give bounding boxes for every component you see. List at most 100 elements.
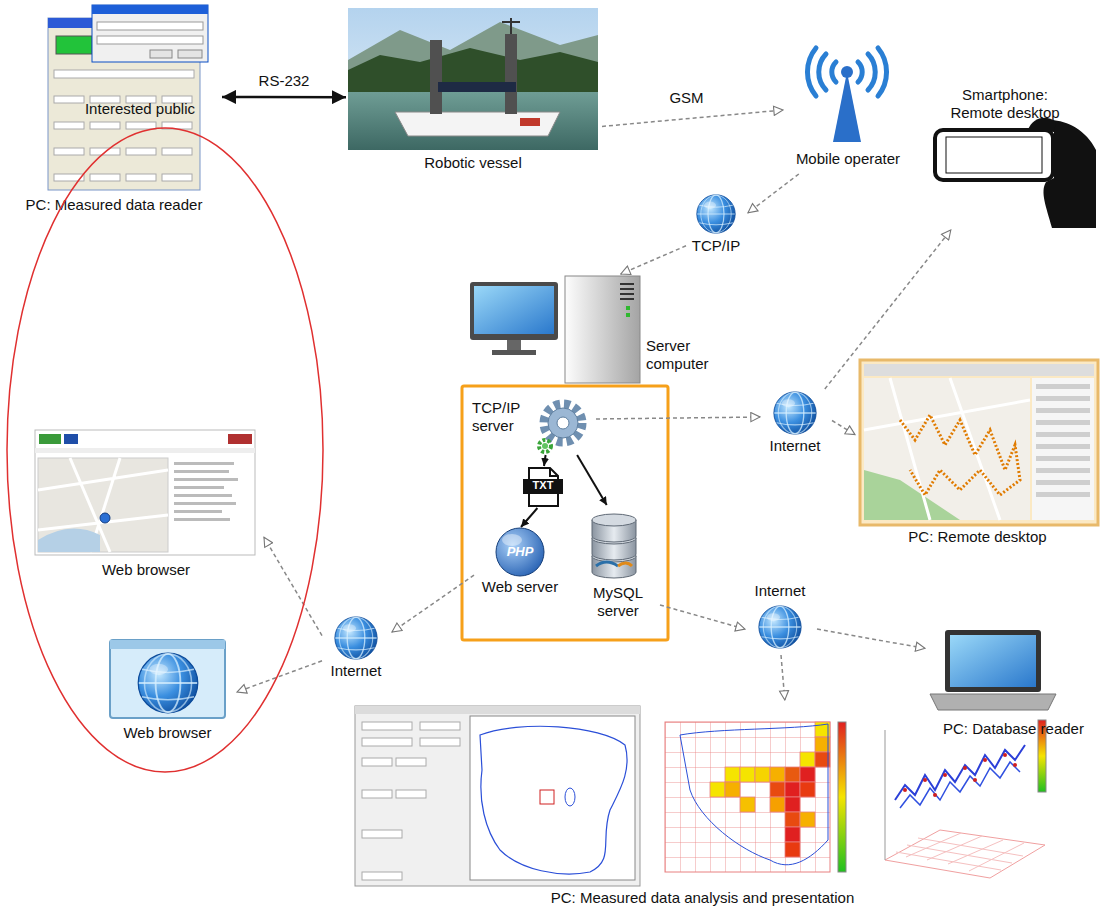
browser-screenshot-part [39,434,61,444]
txt-document-icon [523,468,563,506]
smartphone-icon [935,118,1096,228]
analysis-gui-screenshot-part-part [420,722,460,730]
analysis-gui-screenshot-part-part [362,722,412,730]
connector [832,421,855,435]
server-computer-part [626,306,630,310]
heat-map-part-part [800,782,815,797]
analysis-gui-screenshot-part-part [362,738,412,746]
laptop-icon-part [950,635,1036,687]
heat-map-part-part [785,782,800,797]
antenna-tower-part-part [807,48,816,96]
laptop-icon-part [945,630,1041,692]
browser-screenshot-part [228,434,252,444]
remote-desktop-screenshot-part [900,415,1020,495]
browser-screenshot-part-part [174,494,232,497]
smartphone-icon-part [935,130,1053,180]
server-box: Server computer [466,274,724,384]
node-label: PC: Remote desktop [855,528,1100,546]
connector [392,575,474,632]
remote-desktop-screenshot-part [1036,384,1090,497]
surface-plot-part [903,753,1017,797]
server-computer-part [507,340,521,350]
analysis-gui-screenshot-part [565,788,575,806]
gear-icon-part [539,440,551,452]
surface-plot-part-part [903,788,907,792]
reader-screenshot-part-part [126,148,156,155]
browser-screenshot-part-part [174,470,229,473]
heat-map-part-part [785,767,800,782]
surface-plot-part-part [963,766,967,770]
connector [596,417,760,419]
ellipse-outline [7,128,323,772]
heat-map-part-part [785,812,800,827]
gear-icon-part [557,417,569,429]
heat-map-part-part [755,767,770,782]
server-computer-part-part [620,288,634,290]
heat-map-part-part [800,752,815,767]
network-globe-part [697,195,735,233]
laptop-icon [930,630,1056,710]
node-label: Server computer [646,337,722,373]
node-label: TCP/IP server [472,399,534,435]
web-server-box: PHPWeb server [474,527,568,601]
surface-plot-part [885,730,886,860]
reader-screenshot-part-part [54,96,84,103]
database-icon-part [592,514,636,526]
remote-desktop-screenshot-part-part [1036,432,1090,437]
vessel-photo-part [395,112,560,136]
node-label: Mobile operater [783,150,913,168]
edge-label: GSM [669,89,703,107]
antenna-tower [807,48,886,142]
public-ellipse: Web browserWeb browserInterested public [5,98,327,776]
node-label: Robotic vessel [346,154,600,172]
server-group-outline [462,386,668,640]
network-globe-box: Internet [745,581,817,655]
server-computer-part [620,284,634,299]
smartphone-box: Smartphone: Remote desktop [925,84,1097,230]
network-globe-box: TCP/IP [686,193,748,259]
reader-screenshot-part-part [54,122,84,129]
analysis-gui-screenshot-part [470,716,635,880]
heat-map-part-part [710,782,725,797]
connector [660,605,745,629]
smartphone-icon-part [946,137,1042,173]
antenna-tower-part [841,66,853,78]
vessel-photo-part [348,92,598,150]
analysis-gui-screenshot-part [362,722,460,880]
server-computer-part [470,282,558,340]
smartphone-icon-part [1040,120,1096,228]
heat-map-part-part [770,797,785,812]
reader-screenshot-part-part [54,148,84,155]
node-label: PHP [490,544,550,560]
antenna-tower-part-part [858,62,862,82]
database-icon [592,514,636,578]
node-label: MySQL server [578,584,658,620]
browser-screenshot-part [38,458,168,552]
analysis-gui-screenshot-part-part [362,758,392,766]
node-label: Web browser [30,561,262,579]
analysis-gui-screenshot-part-part [396,758,426,766]
remote-desktop-screenshot-part-part [1036,480,1090,485]
connector [602,110,783,126]
reader-screenshot-part-part [90,174,120,181]
gear-icon [539,404,582,452]
surface-plot-part [885,830,1045,878]
reader-screenshot-part [178,50,202,58]
vessel-photo-part [520,118,540,126]
remote-desktop-screenshot-part-part [1036,420,1090,425]
remote-desktop-screenshot-part [864,378,1030,520]
connector [825,230,951,389]
remote-desktop-screenshot-part [1032,378,1094,520]
connector [781,655,785,700]
surface-plot-part-part [1003,753,1007,757]
browser-screenshot-part [174,462,238,521]
connector [237,661,322,692]
browser-screenshot-part-part [174,510,222,513]
browser-icon-part [110,640,225,718]
vessel-photo-part [502,21,520,23]
node-label: Internet [745,582,815,600]
heat-map-part [680,724,828,865]
